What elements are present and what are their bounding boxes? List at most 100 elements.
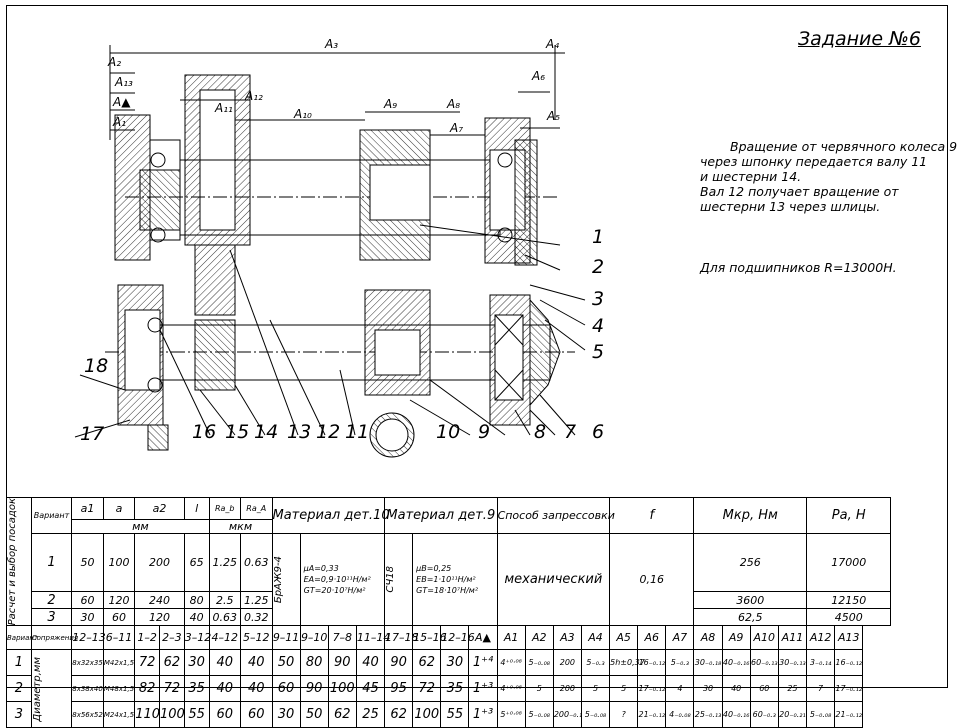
fit-cell: 5₋₀.₀₈ xyxy=(524,701,554,728)
fit-cell: 21₋₀.₁₂ xyxy=(834,701,864,728)
fit-cell: 40 xyxy=(208,649,241,677)
variant-1: 1 xyxy=(30,532,73,593)
f-value: 0,16 xyxy=(609,532,695,627)
fit-cell: 40₋₀.₁₆ xyxy=(721,701,751,728)
cell-rab: 1.25 xyxy=(208,532,241,593)
fit-variant: 3 xyxy=(6,701,32,728)
fits-header-cell: 2–3 xyxy=(159,625,185,651)
gearbox-drawing: A₂ A₁₃ A▲ A₁ A₁₁ A₁₂ A₁₀ A₃ A₉ A₈ A₇ A₄ … xyxy=(74,37,604,458)
fits-header-cell: A12 xyxy=(806,625,836,651)
fits-header-cell: A5 xyxy=(609,625,639,651)
cell-mkp: 3600 xyxy=(693,591,808,610)
dim-a8: A₈ xyxy=(446,97,460,111)
mat9-code: СЧ18 xyxy=(385,566,397,593)
dim-a6: A₆ xyxy=(531,69,545,83)
cell-a: 100 xyxy=(102,532,136,593)
part-8: 8 xyxy=(534,421,546,443)
mat9-g: GT=18·10⁷Н/м² xyxy=(416,586,479,596)
fit-cell: 30 xyxy=(440,649,470,677)
cell-mkp: 256 xyxy=(693,532,808,593)
header-raa: Ra_A xyxy=(240,497,273,520)
mat9-code-cell: СЧ18 xyxy=(384,532,414,627)
fit-cell: 62 xyxy=(327,701,357,728)
dim-a4: A₄ xyxy=(545,37,559,51)
dim-a13: A₁₃ xyxy=(114,75,133,89)
fits-header-cell: 1–2 xyxy=(134,625,160,651)
task-description-line: через шпонку передается валу 11 xyxy=(700,154,928,169)
fit-cell: 4 xyxy=(665,675,695,703)
fit-cell: 72 xyxy=(134,649,160,677)
fit-cell: 82 xyxy=(134,675,160,703)
fits-header-cell: 15–16 xyxy=(412,625,447,651)
fit-cell: 5₋₀.₃ xyxy=(580,649,611,677)
fit-cell: 60 xyxy=(749,675,779,703)
fit-cell: 200 xyxy=(552,675,582,703)
part-14: 14 xyxy=(254,421,278,443)
mat10-e: EA=0,9·10¹¹Н/м² xyxy=(303,575,371,585)
task-description: Вращение от червячного колеса 9 через шп… xyxy=(700,139,957,214)
cell-rab: 2.5 xyxy=(208,591,241,610)
fit-cell: 5 xyxy=(524,675,554,703)
cell-a2: 200 xyxy=(134,532,185,593)
fit-cell: 7 xyxy=(806,675,836,703)
fits-header-cell: Сопряжения xyxy=(30,625,78,651)
gear-14 xyxy=(194,319,236,391)
fit-cell: 20₋₀.₂₁ xyxy=(777,701,808,728)
fit-cell: 40 xyxy=(240,649,273,677)
fits-header-cell: 6–11 xyxy=(102,625,136,651)
header-mat10: Материал дет.10 xyxy=(271,497,390,534)
part-17: 17 xyxy=(80,423,104,445)
cell-l: 65 xyxy=(183,532,210,593)
fit-cell: 100 xyxy=(327,675,357,703)
part-15: 15 xyxy=(225,421,249,443)
fit-cell: 35 xyxy=(440,675,470,703)
fit-cell: 4₋₀.₀₈ xyxy=(665,701,695,728)
cell-pa: 4500 xyxy=(806,608,892,627)
fit-variant: 2 xyxy=(6,675,32,703)
fits-header-cell: A8 xyxy=(693,625,723,651)
fit-variant: 1 xyxy=(6,649,32,677)
fit-cell: 72 xyxy=(159,675,185,703)
fit-cell: 4⁺⁰·⁰⁸ xyxy=(496,675,526,703)
part-5: 5 xyxy=(592,341,604,363)
fits-header-cell: A1 xyxy=(496,625,526,651)
part-7: 7 xyxy=(564,421,576,443)
header-pa: Ра, Н xyxy=(806,497,892,534)
fit-cell: 55 xyxy=(440,701,470,728)
fits-header-cell: A6 xyxy=(637,625,667,651)
header-mm: мм xyxy=(71,519,210,534)
cell-a2: 240 xyxy=(134,591,185,610)
fit-cell: 30 xyxy=(693,675,723,703)
task-description-line: Вращение от червячного колеса 9 xyxy=(730,139,957,154)
variant-2: 2 xyxy=(30,591,73,610)
fits-header-cell: A7 xyxy=(665,625,695,651)
fits-header-cell: A4 xyxy=(580,625,611,651)
fits-header-cell: A9 xyxy=(721,625,751,651)
task-description-line: Вал 12 получает вращение от xyxy=(700,184,899,199)
header-variant: Вариант xyxy=(30,497,73,534)
fit-cell: 60₋₀.₁₃ xyxy=(749,649,779,677)
fits-header-cell: 9–11 xyxy=(271,625,301,651)
method-value: механический xyxy=(496,532,611,627)
mat10-code-cell: БрАЖ9-4 xyxy=(271,532,301,627)
fits-header-cell: A13 xyxy=(834,625,864,651)
cell-a1: 60 xyxy=(71,591,104,610)
task-description-line: и шестерни 14. xyxy=(700,169,802,184)
mat9-mu: μB=0,25 xyxy=(416,564,452,574)
fit-cell: 3₋₀.₁₄ xyxy=(806,649,836,677)
fit-cell: 5₋₀.₀₈ xyxy=(524,649,554,677)
task-title: Задание №6 xyxy=(798,28,921,50)
part-11: 11 xyxy=(345,421,369,443)
fits-header-cell: 12–13 xyxy=(71,625,106,651)
fit-cell: 17₋₀.₁₂ xyxy=(834,675,864,703)
fit-cell: 30₋₀.₁₈ xyxy=(693,649,723,677)
fit-cell: 62 xyxy=(384,701,414,728)
fit-cell: 30₋₀.₁₃ xyxy=(777,649,808,677)
fit-cell: М48x1,5 xyxy=(102,675,136,703)
mat9-e: EB=1·10¹¹Н/м² xyxy=(416,575,476,585)
